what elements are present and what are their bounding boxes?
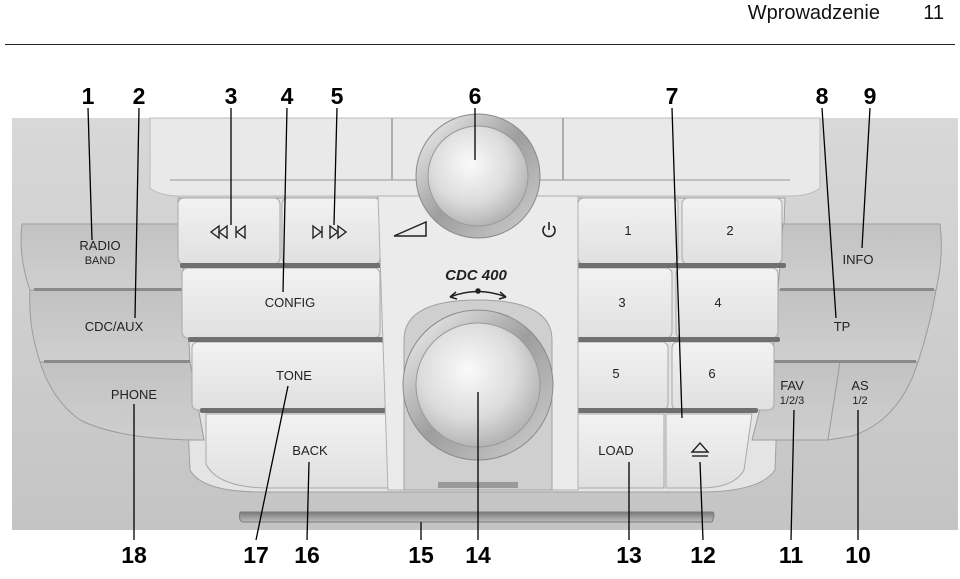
callout-17: 17	[243, 542, 269, 568]
callout-12: 12	[690, 542, 716, 568]
as-button[interactable]	[827, 361, 919, 441]
seek-forward-button[interactable]	[281, 197, 381, 265]
seek-back-icon	[209, 224, 246, 240]
volume-knob[interactable]	[427, 125, 529, 227]
info-label: INFO	[842, 252, 873, 267]
config-label: CONFIG	[265, 295, 316, 310]
eject-icon	[690, 441, 710, 457]
preset-5-label: 5	[612, 366, 619, 381]
callout-16: 16	[294, 542, 320, 568]
callout-1: 1	[82, 83, 95, 109]
volume-icon	[393, 220, 427, 237]
rotate-arrows-icon	[449, 288, 507, 300]
section-title: Wprowadzenie	[747, 2, 880, 24]
fav-label: FAV	[780, 378, 804, 393]
side-divider-2	[44, 360, 190, 363]
back-label: BACK	[292, 443, 328, 458]
preset-1-label: 1	[624, 223, 631, 238]
tp-label: TP	[834, 319, 851, 334]
as-sub-label: 1/2	[852, 395, 867, 407]
preset-4-button[interactable]	[675, 267, 779, 339]
tp-button[interactable]	[771, 289, 937, 363]
callout-15: 15	[408, 542, 434, 568]
preset-6-label: 6	[708, 366, 715, 381]
page-header: Wprowadzenie 11	[0, 0, 960, 45]
row-groove-r3	[562, 408, 758, 413]
cdc-aux-label: CDC/AUX	[85, 319, 144, 334]
callout-9: 9	[864, 83, 877, 109]
page-number: 11	[923, 2, 944, 24]
tone-label: TONE	[276, 368, 312, 383]
power-icon	[542, 222, 556, 238]
as-label: AS	[851, 378, 869, 393]
row-groove-l2	[188, 337, 388, 342]
callout-13: 13	[616, 542, 642, 568]
phone-button[interactable]	[39, 361, 205, 441]
seek-back-button[interactable]	[177, 197, 281, 265]
side-divider-4	[774, 360, 916, 363]
phone-label: PHONE	[111, 387, 158, 402]
leader-lines	[87, 107, 871, 541]
seek-forward-icon	[312, 224, 348, 240]
fav-sub-label: 1/2/3	[780, 395, 804, 407]
preset-3-label: 3	[618, 295, 625, 310]
callout-18: 18	[121, 542, 147, 568]
callout-4: 4	[281, 83, 294, 109]
row-groove-r2	[566, 337, 780, 342]
callout-8: 8	[816, 83, 829, 109]
back-button[interactable]	[205, 413, 391, 489]
row-groove-r1	[572, 263, 786, 268]
callout-6: 6	[469, 83, 482, 109]
callout-10: 10	[845, 542, 871, 568]
eject-button[interactable]	[665, 413, 753, 489]
model-label: CDC 400	[445, 267, 507, 284]
side-divider-1	[34, 288, 184, 291]
cd-slot[interactable]	[239, 511, 715, 523]
radio-panel-figure: CDC 400 RADIO BAND CDC/AUX PHONE CONFIG …	[12, 83, 958, 568]
band-label: BAND	[85, 255, 116, 267]
header-rule	[5, 44, 955, 45]
preset-4-label: 4	[714, 295, 721, 310]
preset-6-button[interactable]	[671, 341, 775, 411]
radio-label: RADIO	[79, 238, 120, 253]
side-divider-3	[780, 288, 934, 291]
callout-5: 5	[331, 83, 344, 109]
callout-2: 2	[133, 83, 146, 109]
load-label: LOAD	[598, 443, 633, 458]
callout-3: 3	[225, 83, 238, 109]
callout-14: 14	[465, 542, 491, 568]
row-groove-l3	[200, 408, 390, 413]
callout-7: 7	[666, 83, 679, 109]
callout-11: 11	[779, 542, 804, 568]
preset-2-label: 2	[726, 223, 733, 238]
